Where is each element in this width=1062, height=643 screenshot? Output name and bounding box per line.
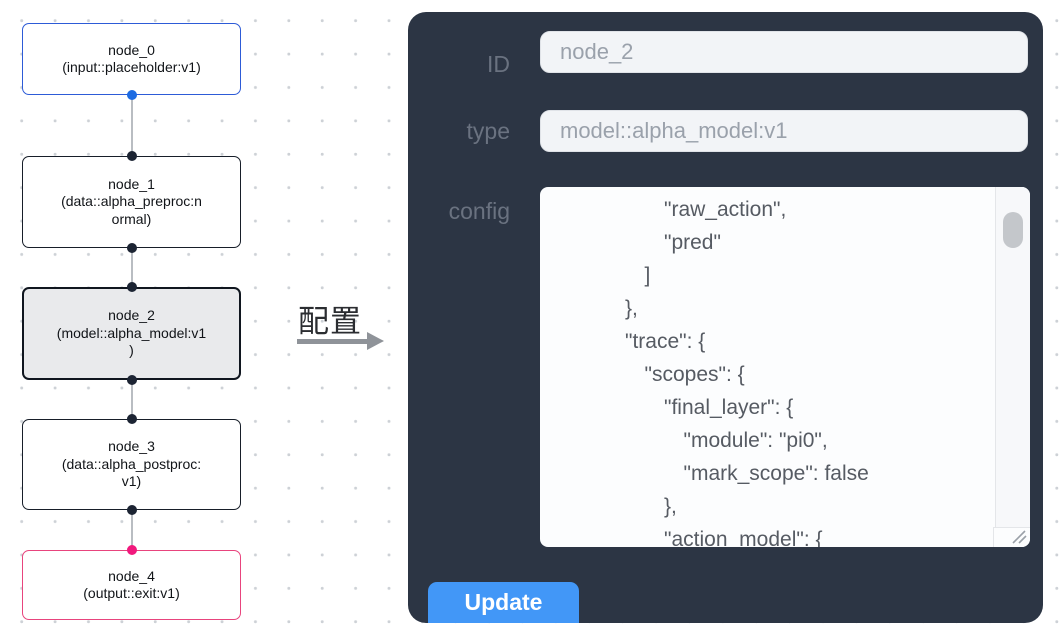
- arrow-right-icon: [297, 339, 367, 344]
- config-json-line: "raw_action",: [664, 198, 787, 221]
- config-json-content: "raw_action", "pred"]}, "trace": { "scopes"…: [540, 193, 995, 547]
- node-label-line: (input::placeholder:v1): [62, 59, 201, 75]
- id-input[interactable]: [540, 31, 1028, 73]
- edge-line: [130, 510, 133, 550]
- node-label-line: v1): [121, 473, 142, 490]
- port-handle[interactable]: [126, 282, 137, 292]
- node-label-line: (model::alpha_model:v1: [56, 324, 207, 341]
- config-annotation: 配置: [290, 296, 400, 366]
- config-json-line: "pred": [664, 231, 721, 254]
- node-config-panel: ID type config "raw_action", "pred"]}, "tr…: [408, 12, 1043, 623]
- port-handle[interactable]: [126, 375, 137, 385]
- flow-node-node_0[interactable]: node_0(input::placeholder:v1): [22, 23, 241, 95]
- config-field-label: config: [448, 198, 510, 224]
- node-label-line: node_1: [108, 175, 155, 192]
- port-handle[interactable]: [126, 243, 137, 253]
- config-annotation-label: 配置: [298, 304, 362, 339]
- config-json-line: "trace": {: [625, 330, 706, 353]
- node-label-line: node_2: [108, 307, 155, 324]
- config-json-line: },: [625, 297, 638, 320]
- node-label-line: node_4: [108, 567, 155, 584]
- config-json-line: "mark_scope": false: [683, 462, 869, 485]
- type-field-label: type: [466, 118, 510, 144]
- config-json-line: "final_layer": {: [664, 396, 794, 419]
- node-label-line: ): [129, 342, 134, 359]
- config-scrollbar-track[interactable]: [995, 187, 1030, 527]
- flow-canvas[interactable]: node_0(input::placeholder:v1)node_1(data…: [0, 0, 408, 643]
- node-label-line: (data::alpha_postproc:: [61, 455, 202, 472]
- edge-line: [130, 248, 133, 287]
- config-textarea[interactable]: "raw_action", "pred"]}, "trace": { "scopes"…: [540, 187, 1030, 547]
- port-handle[interactable]: [126, 505, 137, 515]
- port-handle[interactable]: [126, 90, 137, 100]
- node-label-line: (data::alpha_preproc:n: [61, 193, 202, 210]
- resize-handle-icon: [1012, 530, 1027, 544]
- port-handle[interactable]: [126, 545, 137, 555]
- config-json-line: "module": "pi0",: [683, 429, 828, 452]
- node-label-line: node_0: [108, 41, 155, 58]
- edge-line: [130, 380, 133, 419]
- update-button[interactable]: Update: [428, 582, 579, 623]
- flow-node-node_2[interactable]: node_2(model::alpha_model:v1): [22, 287, 241, 380]
- flow-node-node_4[interactable]: node_4(output::exit:v1): [22, 550, 241, 620]
- config-json-line: "scopes": {: [644, 363, 745, 386]
- config-json-line: ]: [644, 264, 651, 287]
- type-input[interactable]: [540, 110, 1028, 152]
- flow-node-node_3[interactable]: node_3(data::alpha_postproc:v1): [22, 419, 241, 510]
- edge-line: [130, 95, 133, 156]
- node-label-line: node_3: [108, 438, 155, 455]
- config-json-line: },: [664, 495, 677, 518]
- node-label-line: (output::exit:v1): [83, 585, 180, 601]
- port-handle[interactable]: [126, 414, 137, 424]
- config-scrollbar-thumb[interactable]: [1003, 212, 1023, 248]
- port-handle[interactable]: [126, 151, 137, 161]
- config-json-line: "action_model": {: [664, 528, 823, 547]
- node-label-line: ormal): [111, 210, 152, 227]
- config-resize-corner[interactable]: [993, 527, 1030, 547]
- arrow-right-head-icon: [367, 332, 384, 350]
- id-field-label: ID: [487, 51, 510, 77]
